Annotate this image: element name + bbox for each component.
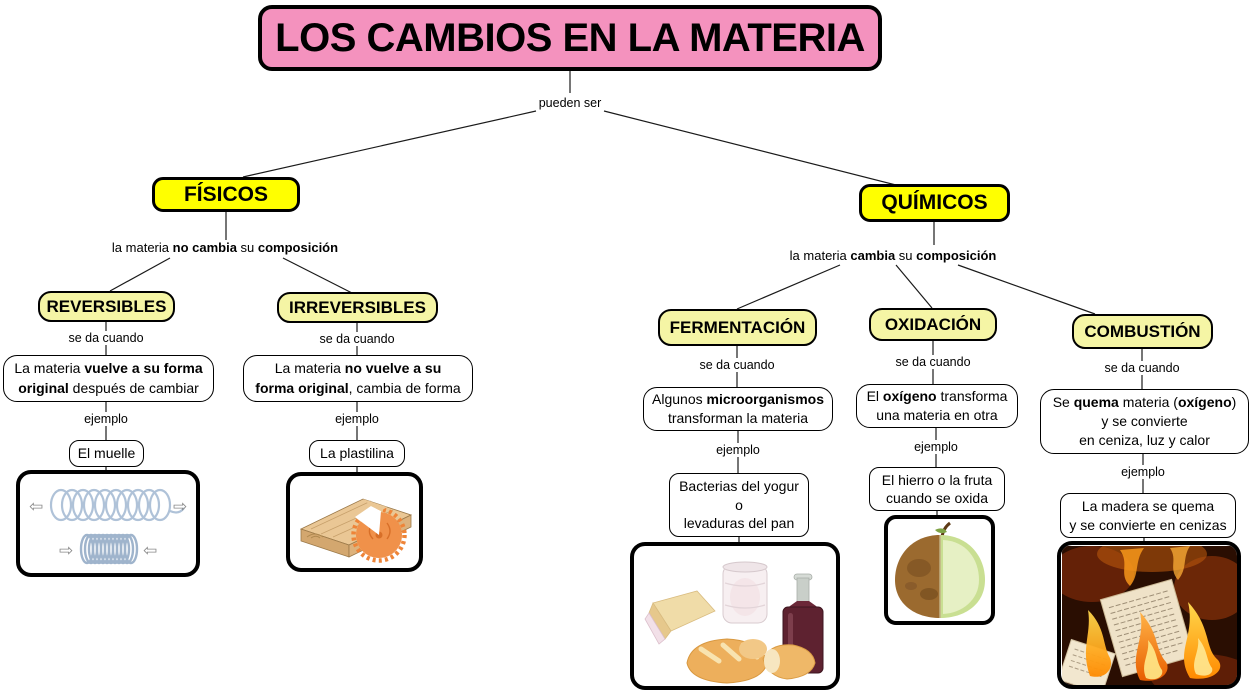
wood-saw-image — [286, 472, 423, 572]
oxidized-apple-illustration — [894, 521, 985, 618]
bread-icon — [685, 637, 816, 684]
wood-saw-illustration — [299, 498, 412, 563]
connector-label-se-da-cuando: se da cuando — [63, 331, 149, 345]
node-fisicos: FÍSICOS — [152, 177, 300, 212]
arrow-left-icon: ⇦ — [143, 541, 157, 560]
arrow-left-icon: ⇦ — [29, 497, 43, 516]
reversibles-example-box: El muelle — [69, 440, 144, 467]
spring-illustration: ⇦ ⇨ ⇨ ⇦ — [29, 488, 187, 564]
connector-label-ejemplo: ejemplo — [79, 412, 133, 426]
arrow-right-icon: ⇨ — [173, 497, 187, 516]
flames-icon — [1085, 545, 1220, 681]
title-node: LOS CAMBIOS EN LA MATERIA — [258, 5, 882, 71]
fermentacion-when-box: Algunos microorganismos transforman la m… — [643, 387, 833, 431]
saw-blade-icon — [350, 505, 407, 563]
yogurt-jar-icon — [722, 561, 767, 623]
node-reversibles: REVERSIBLES — [38, 291, 175, 322]
irreversibles-example-box: La plastilina — [309, 440, 405, 467]
fisicos-note: la materia no cambia su composición — [106, 240, 344, 255]
quimicos-note: la materia cambia su composición — [784, 248, 1002, 263]
connector-label-se-da-cuando: se da cuando — [890, 355, 976, 369]
burning-paper-illustration — [1061, 545, 1237, 685]
arrow-right-icon: ⇨ — [59, 541, 73, 560]
node-irreversibles: IRREVERSIBLES — [277, 292, 438, 323]
reversibles-when-box: La materia vuelve a su forma original de… — [3, 355, 214, 402]
burning-paper-image — [1057, 541, 1241, 689]
oxidized-apple-image — [884, 515, 995, 625]
spring-image: ⇦ ⇨ ⇨ ⇦ — [16, 470, 200, 577]
combustion-when-box: Se quema materia (oxígeno) y se conviert… — [1040, 389, 1249, 454]
node-fermentacion: FERMENTACIÓN — [658, 309, 817, 346]
oxidacion-when-box: El oxígeno transforma una materia en otr… — [856, 384, 1018, 428]
fermentation-foods-illustration — [644, 561, 823, 684]
connector-label-pueden-ser: pueden ser — [533, 96, 607, 110]
connector-label-ejemplo: ejemplo — [1116, 465, 1170, 479]
node-oxidacion: OXIDACIÓN — [869, 308, 997, 341]
connector-label-ejemplo: ejemplo — [711, 443, 765, 457]
fermentation-foods-image — [630, 542, 840, 690]
apple-leaf-icon — [934, 527, 947, 533]
cheese-wedge-icon — [644, 590, 716, 645]
connector-label-se-da-cuando: se da cuando — [314, 332, 400, 346]
connector-label-ejemplo: ejemplo — [330, 412, 384, 426]
connector-label-ejemplo: ejemplo — [909, 440, 963, 454]
connector-label-se-da-cuando: se da cuando — [694, 358, 780, 372]
node-quimicos: QUÍMICOS — [859, 184, 1010, 222]
connector-label-se-da-cuando: se da cuando — [1099, 361, 1185, 375]
combustion-example-box: La madera se quema y se convierte en cen… — [1060, 493, 1236, 538]
irreversibles-when-box: La materia no vuelve a su forma original… — [243, 355, 473, 402]
fermentacion-example-box: Bacterias del yogur o levaduras del pan — [669, 473, 809, 537]
oxidacion-example-box: El hierro o la fruta cuando se oxida — [869, 467, 1005, 511]
node-combustion: COMBUSTIÓN — [1072, 314, 1213, 349]
